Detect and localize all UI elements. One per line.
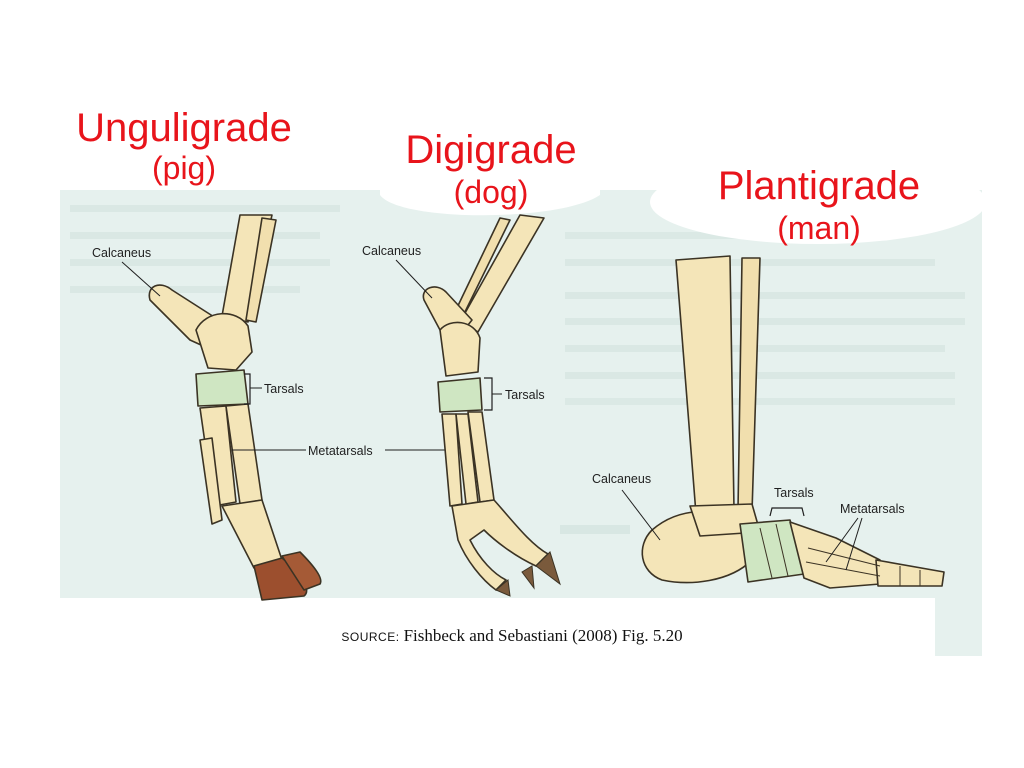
plantigrade-title: Plantigrade (man) [688,166,950,244]
plantigrade-name: Plantigrade [717,164,921,208]
unguligrade-example: (pig) [151,150,216,186]
pig-ankle [195,312,253,371]
pig-hoof-2 [281,551,322,591]
digigrade-name: Digigrade [405,128,577,172]
source-citation: SOURCE:Fishbeck and Sebastiani (2008) Fi… [0,626,1024,646]
human-bone-divisions [759,523,921,586]
pig-fibula [245,217,277,323]
pig-side-toe [199,437,223,525]
human-phalanges [875,559,945,587]
pig-tarsals-bracket [244,373,251,405]
pig-tarsals [195,369,249,407]
dog-calcaneus-label: Calcaneus [362,244,421,258]
human-metatarsals-label: Metatarsals [840,502,905,516]
plantigrade-example: (man) [777,210,861,246]
dog-tarsals-label: Tarsals [505,388,545,402]
dog-claw-1 [535,551,561,586]
dog-limb [422,214,549,591]
human-calcaneus-leader [621,489,661,541]
unguligrade-name: Unguligrade [76,106,292,150]
title-bubble-plantigrade [650,160,986,244]
digigrade-title: Digigrade (dog) [378,130,604,208]
human-tarsals-label: Tarsals [774,486,814,500]
pig-limb [148,214,322,601]
pig-tarsals-label: Tarsals [264,382,304,396]
title-bubble-digigrade [380,190,600,216]
dog-toes [451,499,549,591]
pig-calcaneus-leader [121,261,161,297]
human-metatarsals-leader-2 [845,517,863,571]
unguligrade-title: Unguligrade (pig) [52,108,316,184]
metatarsals-label-shared: Metatarsals [308,444,373,458]
dog-claw-2 [495,579,511,597]
human-tarsals-bracket [769,507,805,517]
background-panel-strip [935,598,982,656]
dog-calcaneus-leader [395,259,433,299]
dog-ankle [439,321,481,377]
source-text: Fishbeck and Sebastiani (2008) Fig. 5.20 [403,626,683,645]
dog-tarsals [437,377,483,413]
human-calcaneus-label: Calcaneus [592,472,651,486]
digigrade-example: (dog) [453,174,529,210]
pig-calcaneus-label: Calcaneus [92,246,151,260]
dog-claw-3 [521,565,535,590]
human-metatarsals-leader-1 [825,517,859,563]
source-label: SOURCE: [341,630,400,644]
